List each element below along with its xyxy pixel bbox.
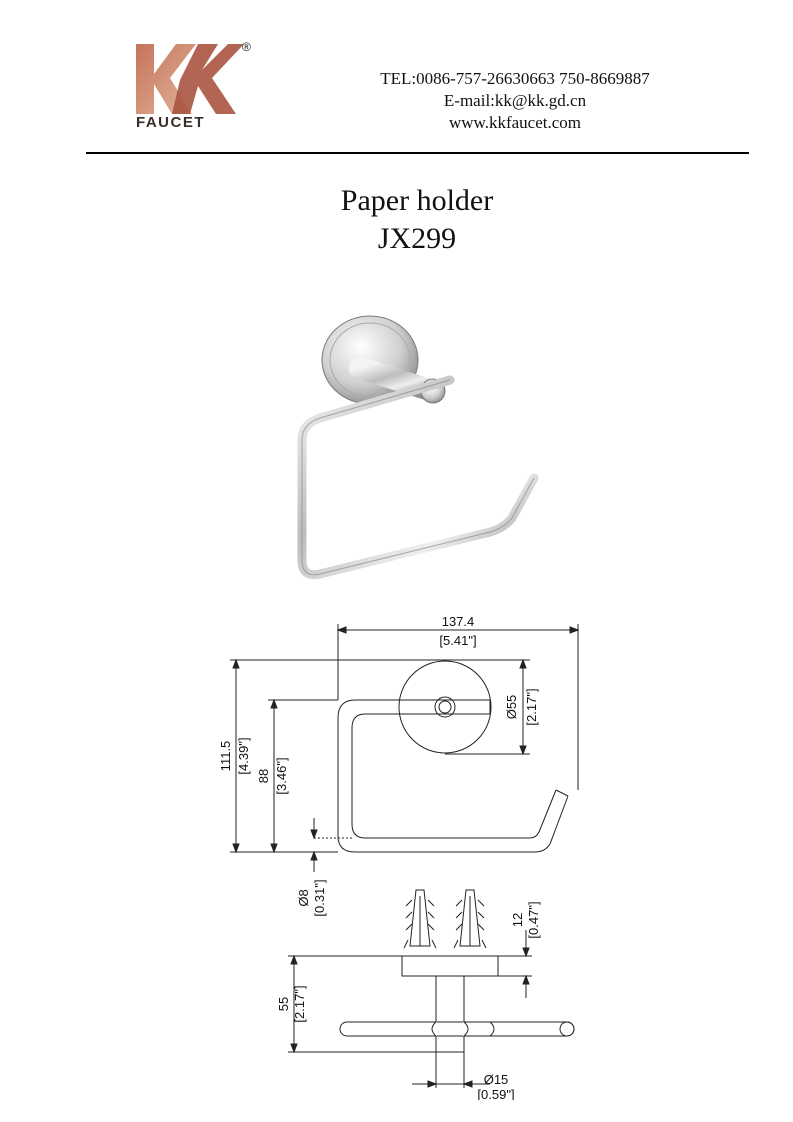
dim-width-in: [5.41"] xyxy=(439,633,476,648)
kk-logo xyxy=(128,40,268,135)
technical-drawing: 137.4 [5.41"] Ø55 [2.17"] 111.5 [4.39"] … xyxy=(200,600,620,1102)
header-divider xyxy=(86,152,749,154)
contact-block: TEL:0086-757-26630663 750-8669887 E-mail… xyxy=(330,68,700,134)
dim-rod-dia-in: [0.31"] xyxy=(312,879,327,916)
dim-base-thickness-in: [0.47"] xyxy=(526,901,541,938)
registered-mark: ® xyxy=(242,40,251,54)
website-line[interactable]: www.kkfaucet.com xyxy=(448,113,581,132)
dim-base-dia-mm: Ø55 xyxy=(504,695,519,720)
dim-post-dia-mm: Ø15 xyxy=(484,1072,509,1087)
dim-width-mm: 137.4 xyxy=(442,614,475,629)
product-photo xyxy=(290,310,550,590)
kk-logo-mark xyxy=(136,44,244,114)
dim-depth-mm: 55 xyxy=(276,997,291,1011)
product-name: Paper holder xyxy=(340,184,494,217)
brand-name: FAUCET xyxy=(136,114,205,131)
product-model: JX299 xyxy=(377,222,457,255)
dim-base-dia-in: [2.17"] xyxy=(524,688,539,725)
tel-line: TEL:0086-757-26630663 750-8669887 xyxy=(380,69,650,88)
email-line: E-mail:kk@kk.gd.cn xyxy=(443,91,587,110)
dim-depth-in: [2.17"] xyxy=(292,985,307,1022)
dim-inner-height-mm: 88 xyxy=(256,769,271,783)
dim-inner-height-in: [3.46"] xyxy=(274,757,289,794)
dim-rod-dia-mm: Ø8 xyxy=(296,889,311,906)
dim-post-dia-in: [0.59"] xyxy=(477,1087,514,1100)
dim-height-mm: 111.5 xyxy=(218,741,233,772)
dim-height-in: [4.39"] xyxy=(236,737,251,774)
dim-base-thickness-mm: 12 xyxy=(510,913,525,927)
